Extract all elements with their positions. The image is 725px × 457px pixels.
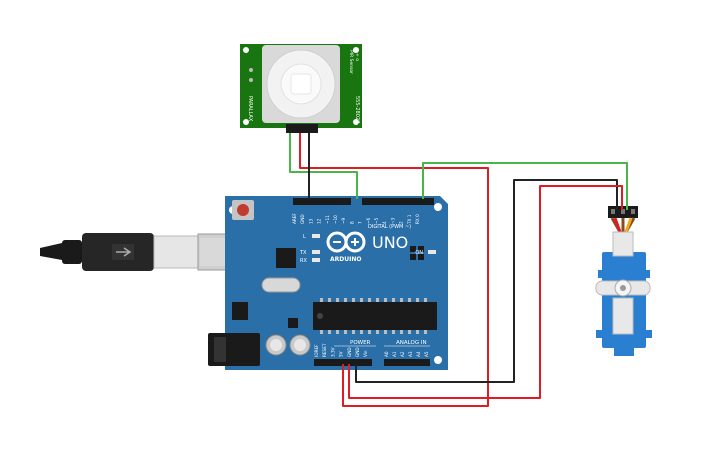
power-header xyxy=(314,359,372,366)
wire-pir-power xyxy=(299,133,489,407)
pin-label: ~11 xyxy=(325,215,330,224)
on-label: ON xyxy=(415,250,423,256)
pin-label: 7 xyxy=(358,221,363,224)
pir-title-label: PIR Sensor xyxy=(348,50,354,74)
pin-label: RX 0 xyxy=(415,214,420,224)
usb-cable xyxy=(40,233,231,271)
digital-header-left xyxy=(293,198,351,205)
pir-part-label: 555-28027 xyxy=(354,96,360,123)
pin-label: A5 xyxy=(424,351,429,357)
pin-label: ~5 xyxy=(374,217,379,224)
pin-label: 12 xyxy=(317,218,322,224)
servo-motor xyxy=(595,206,652,356)
pin-label: RESET xyxy=(322,343,327,357)
pin-label: TX 1 xyxy=(407,214,412,225)
led-l-label: L xyxy=(303,234,306,240)
pin-label: A3 xyxy=(408,351,413,357)
arduino-logo-icon xyxy=(326,231,366,253)
pin-label: A2 xyxy=(400,351,405,357)
led-tx-label: TX xyxy=(299,250,307,256)
chip-pins xyxy=(320,298,427,334)
pin-label: 4 xyxy=(382,221,387,224)
servo-arm-top xyxy=(612,231,634,257)
pin-label: GND xyxy=(300,214,305,224)
led-rx-label: RX xyxy=(300,258,307,264)
digital-label: DIGITAL (PWM ~) xyxy=(368,224,411,230)
wire-pir-signal xyxy=(289,133,358,199)
pin-label: A1 xyxy=(392,351,397,357)
digital-header-right xyxy=(362,198,434,205)
wire-servo-signal xyxy=(422,162,628,210)
pin-label: ~9 xyxy=(341,217,346,224)
wires xyxy=(289,133,628,407)
pin-label: 8 xyxy=(349,221,354,224)
pin-label: A0 xyxy=(384,351,389,357)
pin-label: GND xyxy=(347,347,352,357)
microcontroller-chip xyxy=(313,302,437,330)
brand-label: ARDUINO xyxy=(330,256,361,263)
servo-arm-bottom xyxy=(612,297,634,335)
pin-label: IOREF xyxy=(314,344,319,357)
pin-label: ~10 xyxy=(333,215,338,224)
pin-label: 13 xyxy=(308,218,313,224)
power-label: POWER xyxy=(350,340,371,346)
pin-label: GND xyxy=(355,347,360,357)
pin-label: Vin xyxy=(363,350,368,357)
pir-brand-label: PARALLAX xyxy=(247,96,253,122)
pir-pins-label: - + o xyxy=(354,50,360,61)
pin-label: 3.3V xyxy=(330,347,335,357)
pir-sensor: PARALLAX 555-28027 PIR Sensor - + o xyxy=(240,44,362,133)
pin-label: A4 xyxy=(416,351,421,357)
analog-label: ANALOG IN xyxy=(396,340,427,346)
board-model: UNO xyxy=(372,233,408,252)
pin-label: 2 xyxy=(399,221,404,224)
pin-label: ~3 xyxy=(390,217,395,224)
pin-label: ~6 xyxy=(366,217,371,224)
pin-label: AREF xyxy=(292,213,297,224)
wire-servo-power xyxy=(348,185,623,399)
analog-header xyxy=(384,359,430,366)
pir-connector xyxy=(286,124,318,133)
pin-label: 5V xyxy=(339,351,344,357)
